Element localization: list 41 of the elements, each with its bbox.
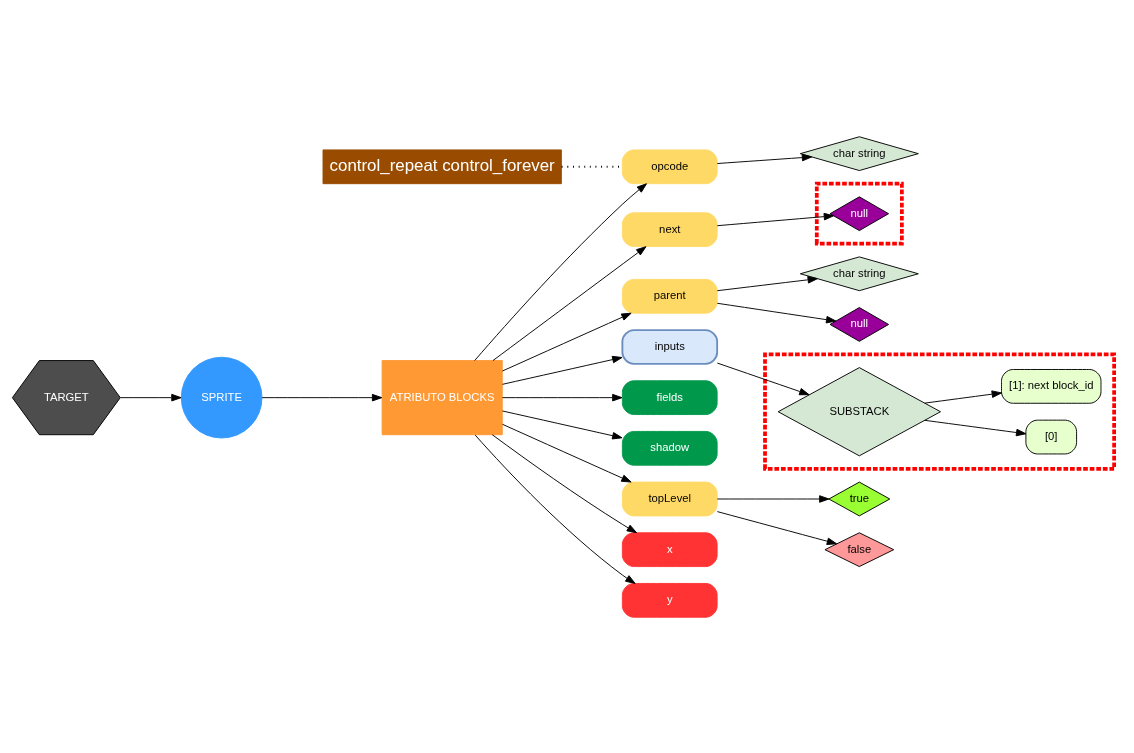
arrow — [501, 393, 623, 401]
node-circle: SPRITE — [180, 356, 263, 438]
node-box: parent — [621, 278, 718, 314]
cluster — [763, 352, 1116, 471]
arrow — [474, 182, 647, 361]
node-box: x — [621, 531, 718, 567]
arrow — [716, 153, 813, 164]
arrow — [716, 212, 835, 226]
arrow — [120, 393, 182, 401]
node-diamond: SUBSTACK — [777, 366, 941, 456]
node-diamond: char string — [799, 255, 919, 291]
node-box: next — [621, 211, 718, 247]
node-box: control_repeat control_forever — [322, 148, 562, 184]
arrow — [501, 355, 623, 385]
arrow — [716, 494, 830, 503]
node-diamond: true — [828, 481, 891, 516]
node-box: fields — [621, 379, 718, 415]
arrow — [501, 410, 623, 439]
node-box: topLevel — [621, 481, 718, 516]
arrow — [491, 433, 638, 533]
arrow — [492, 245, 647, 361]
arrow — [474, 434, 636, 584]
node-box: [1]: next block_id — [1001, 368, 1102, 404]
arrow — [716, 275, 818, 291]
arrow — [716, 302, 837, 323]
arrow — [716, 362, 810, 395]
node-box: [0] — [1025, 419, 1078, 454]
arrow — [924, 389, 1002, 404]
node-box: ATRIBUTO BLOCKS — [381, 359, 503, 435]
node-box: shadow — [621, 430, 718, 466]
cluster — [814, 181, 904, 246]
arrow — [501, 423, 632, 483]
node-diamond: null — [829, 195, 890, 231]
arrow — [716, 510, 838, 545]
arrow — [501, 312, 632, 371]
node-box: inputs — [621, 328, 719, 365]
node-box: y — [621, 582, 718, 618]
node-box: opcode — [621, 148, 718, 184]
node-diamond: null — [829, 306, 890, 342]
arrow — [924, 419, 1027, 436]
arrow — [261, 393, 383, 401]
